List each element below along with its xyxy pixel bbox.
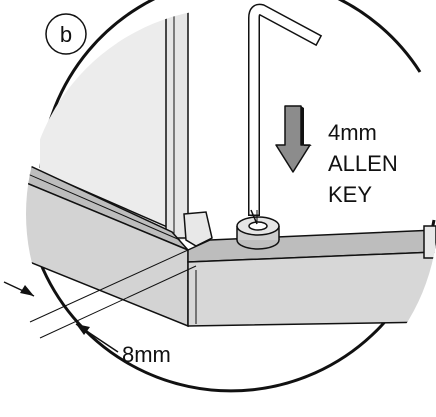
corner-bracket — [183, 211, 213, 247]
tool-label-line2: ALLEN — [328, 151, 398, 176]
down-arrow-icon — [275, 105, 312, 173]
step-label: b — [60, 22, 72, 47]
step-badge: b — [45, 13, 87, 55]
tool-label-line1: 4mm — [328, 120, 377, 145]
dimension-8mm: 8mm — [3, 249, 197, 367]
base-frame-detail — [26, 8, 436, 328]
tool-label-line3: KEY — [328, 182, 372, 207]
adjustment-screw — [236, 216, 280, 250]
vertical-frame — [165, 8, 189, 239]
right-upright — [423, 225, 436, 259]
base-right-front — [187, 251, 436, 327]
dimension-label: 8mm — [122, 342, 171, 367]
allen-key-icon — [248, 3, 323, 225]
base-left-edge — [26, 161, 181, 241]
tool-label: 4mm ALLEN KEY — [328, 120, 398, 207]
